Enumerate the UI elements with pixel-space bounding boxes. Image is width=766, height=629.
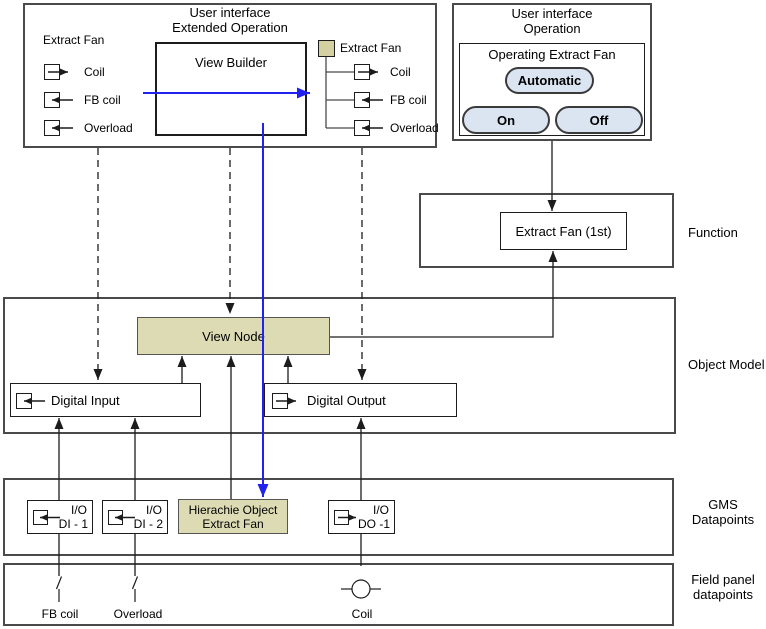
- on-button[interactable]: On: [462, 106, 550, 134]
- digital-input-label: Digital Input: [51, 393, 120, 408]
- coil-field-label: Coil: [351, 607, 373, 621]
- fb-coil-field-label: FB coil: [41, 607, 79, 621]
- di1-type-label: I/O: [70, 503, 87, 517]
- tree-group-label: Extract Fan: [340, 41, 402, 55]
- di2-datapoint-box: I/O DI - 2: [102, 500, 168, 534]
- hierarchy-object-label-line1: Hierachie Object: [188, 502, 278, 517]
- field-panel-layer-label-line1: Field panel: [691, 572, 755, 587]
- digital-output-icon: [334, 510, 356, 525]
- field-panel-layer-label: Field panel datapoints: [678, 572, 766, 602]
- off-button[interactable]: Off: [555, 106, 643, 134]
- operation-title: User interface Operation: [452, 6, 652, 36]
- view-builder-box: View Builder: [155, 42, 307, 136]
- digital-input-icon: [108, 510, 135, 525]
- source-point-label: Coil: [84, 65, 105, 79]
- operation-title-line2: Operation: [523, 21, 581, 36]
- digital-input-icon: [16, 393, 45, 409]
- digital-output-box: Digital Output: [264, 383, 457, 417]
- source-group-label: Extract Fan: [43, 33, 105, 47]
- view-node-label: View Node: [202, 328, 265, 344]
- operating-extract-fan-label: Operating Extract Fan: [488, 47, 616, 62]
- extended-operation-title: User interface Extended Operation: [23, 5, 437, 35]
- fb-coil-input-icon: [354, 92, 383, 108]
- gms-layer-label-line2: Datapoints: [691, 512, 755, 527]
- hierarchy-object-label-line2: Extract Fan: [202, 516, 264, 531]
- field-panel-layer-label-line2: datapoints: [693, 587, 753, 602]
- digital-input-icon: [33, 510, 60, 525]
- source-point-label: FB coil: [84, 93, 121, 107]
- object-model-layer-label: Object Model: [688, 357, 765, 372]
- overload-field-label: Overload: [113, 607, 163, 621]
- di2-type-label: I/O: [145, 503, 162, 517]
- tree-point-label: FB coil: [390, 93, 427, 107]
- coil-output-icon: [354, 64, 378, 80]
- di1-name-label: DI - 1: [58, 517, 88, 531]
- di1-datapoint-box: I/O DI - 1: [27, 500, 93, 534]
- extended-operation-title-line2: Extended Operation: [172, 20, 288, 35]
- extract-fan-1st-label: Extract Fan (1st): [515, 223, 612, 239]
- field-panel-datapoints-panel: [3, 563, 674, 626]
- digital-output-label: Digital Output: [307, 393, 386, 408]
- coil-output-icon: [44, 64, 68, 80]
- view-builder-label: View Builder: [194, 55, 268, 70]
- source-point-label: Overload: [84, 121, 133, 135]
- do1-datapoint-box: I/O DO -1: [328, 500, 395, 534]
- function-layer-label: Function: [688, 225, 738, 240]
- automatic-button[interactable]: Automatic: [505, 67, 594, 94]
- digital-input-box: Digital Input: [10, 383, 201, 417]
- extended-operation-title-line1: User interface: [189, 5, 271, 20]
- operation-title-line1: User interface: [511, 6, 593, 21]
- tree-point-label: Coil: [390, 65, 411, 79]
- extract-fan-node-icon: [318, 40, 335, 57]
- extract-fan-1st-box: Extract Fan (1st): [500, 212, 627, 250]
- tree-point-label: Overload: [390, 121, 439, 135]
- hierarchy-object-box: Hierachie Object Extract Fan: [178, 499, 288, 534]
- gms-layer-label: GMS Datapoints: [678, 497, 766, 527]
- digital-output-icon: [272, 393, 296, 409]
- do1-type-label: I/O: [372, 503, 389, 517]
- fb-coil-input-icon: [44, 92, 73, 108]
- gms-layer-label-line1: GMS: [708, 497, 738, 512]
- overload-input-icon: [44, 120, 73, 136]
- di2-name-label: DI - 2: [133, 517, 163, 531]
- do1-name-label: DO -1: [357, 517, 390, 531]
- view-node-box: View Node: [137, 317, 330, 355]
- overload-input-icon: [354, 120, 383, 136]
